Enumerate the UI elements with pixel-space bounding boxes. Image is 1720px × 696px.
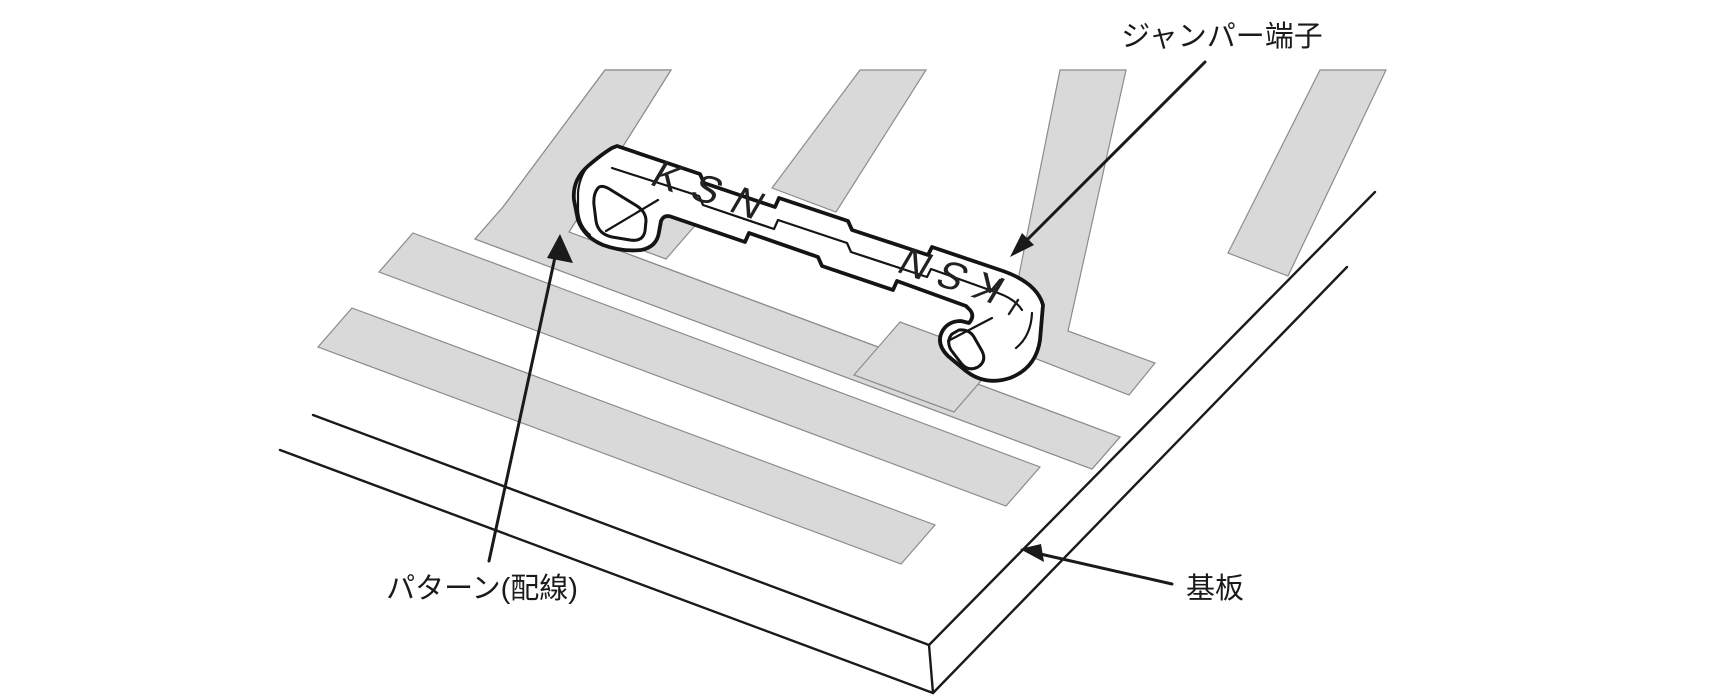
- jumper-strap: [571, 144, 1045, 383]
- board-outline: [278, 190, 1377, 695]
- arrow-pattern: [487, 246, 559, 563]
- jumper-right-foot-hole: [947, 328, 986, 371]
- jumper-right-foot-crease: [1014, 311, 1034, 350]
- label-board: 基板: [1186, 572, 1244, 605]
- trace-group: [316, 69, 1387, 565]
- arrow-jumper-terminal-head: [1010, 233, 1034, 257]
- labels: ジャンパー端子 パターン(配線) 基板: [386, 20, 1323, 605]
- board-corner-edge: [927, 643, 935, 695]
- jumper-tick-front: [1007, 298, 1020, 316]
- trace-far-right: [1227, 69, 1387, 277]
- label-jumper-terminal: ジャンパー端子: [1121, 20, 1323, 53]
- arrow-board: [1034, 551, 1174, 586]
- board-bottom-right-edge: [931, 265, 1349, 695]
- label-pattern: パターン(配線): [386, 572, 578, 605]
- annotation-arrows: [487, 60, 1207, 586]
- arrow-board-head: [1020, 544, 1044, 562]
- trace-l-left-outline: [473, 69, 1122, 470]
- arrow-pattern-head: [547, 234, 573, 263]
- jumper-left-foot-hole: [592, 184, 648, 242]
- jumper-tick-top: [988, 278, 1002, 294]
- arrow-jumper-terminal: [1020, 60, 1207, 247]
- jumper-crease-line: [610, 166, 1024, 312]
- board-top-left-edge: [311, 413, 931, 647]
- jumper-left-foot-crease: [576, 160, 594, 237]
- jumper-right-foot-fold: [946, 316, 994, 343]
- trace-stub-center: [771, 69, 928, 213]
- board-bottom-left-edge: [278, 448, 935, 695]
- board-top-right-edge: [927, 190, 1377, 647]
- jumper-left-foot-fold: [604, 198, 660, 233]
- trace-middle-2: [316, 307, 937, 565]
